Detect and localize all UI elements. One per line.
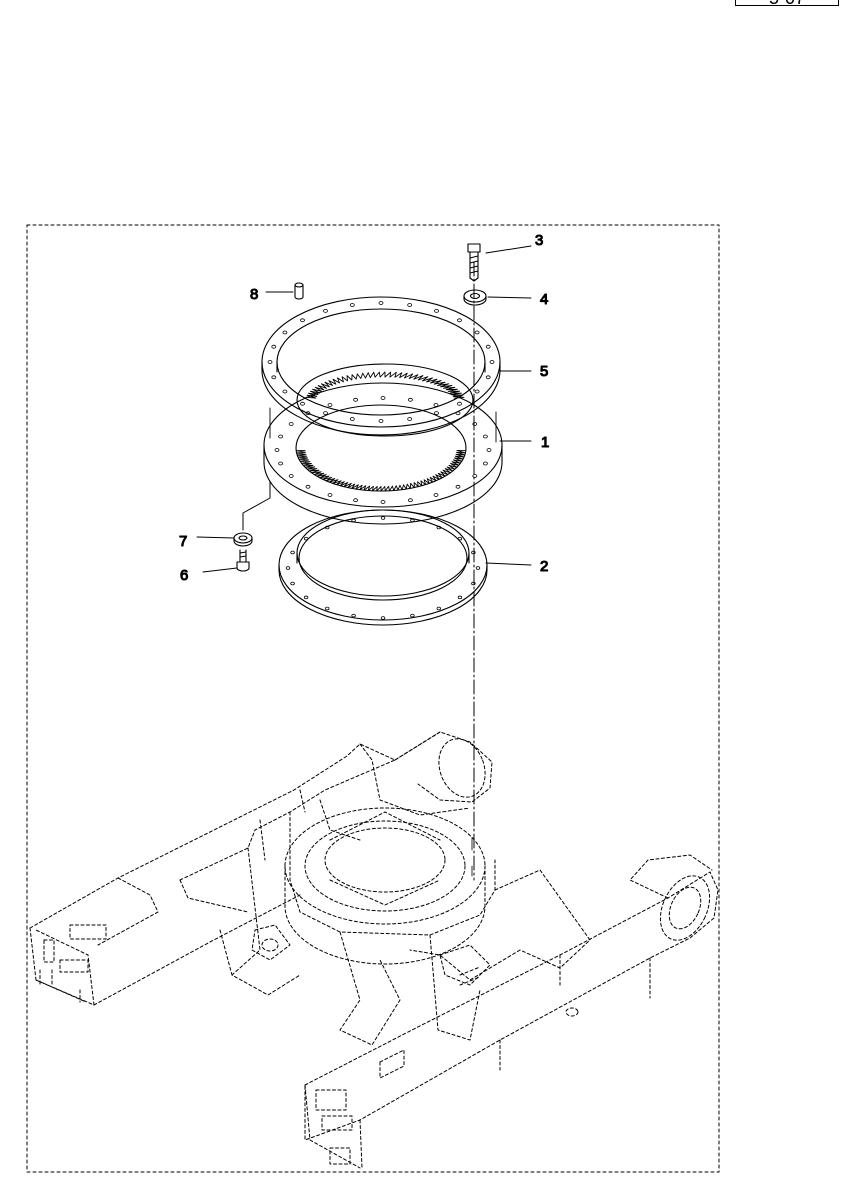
- bolt-hole: [288, 474, 294, 478]
- bolt-hole: [410, 518, 415, 523]
- bolt-hole: [433, 403, 439, 407]
- bolt-hole: [436, 525, 441, 530]
- bolt-hole: [474, 330, 480, 335]
- bolt-hole: [457, 595, 463, 600]
- bolt-hole: [407, 498, 413, 503]
- bolt-hole: [271, 375, 277, 380]
- bolt-hole: [300, 318, 305, 323]
- callout-label-8: 8: [250, 286, 258, 303]
- washer-7-icon: [233, 532, 253, 547]
- bolt-hole: [472, 422, 478, 426]
- inner-ring-1-bolt-holes: [274, 396, 492, 504]
- bolt-hole: [434, 308, 439, 313]
- bolt-hole: [471, 550, 476, 555]
- bolt-hole: [455, 484, 461, 489]
- bolt-hole: [380, 516, 386, 520]
- bolt-hole: [323, 308, 328, 313]
- bolt-hole: [457, 318, 462, 323]
- seal-ring-2-icon: [278, 509, 488, 626]
- bolt-hole: [407, 397, 413, 402]
- bolt-hole: [353, 397, 359, 402]
- callout-label-5: 5: [540, 363, 548, 380]
- washer-4-icon: [463, 289, 487, 306]
- bolt-hole: [407, 303, 413, 307]
- bolt-hole: [327, 493, 333, 497]
- bolt-hole: [434, 411, 439, 416]
- bolt-hole: [290, 550, 295, 555]
- callout-label-4: 4: [540, 291, 548, 308]
- bolt-hole: [486, 448, 492, 452]
- bolt-hole: [303, 595, 309, 600]
- bolt-hole: [290, 581, 295, 586]
- bolt-hole: [305, 484, 311, 489]
- bolt-hole: [433, 493, 439, 497]
- bolt-hole: [351, 613, 356, 618]
- bolt-hole: [378, 419, 384, 423]
- bolt-hole: [288, 422, 294, 426]
- bolt-hole: [282, 330, 288, 335]
- bolt-hole: [282, 389, 288, 394]
- bolt-hole: [285, 566, 291, 570]
- bolt-hole: [457, 536, 463, 541]
- bolt-hole: [485, 344, 491, 349]
- bolt-hole: [455, 411, 461, 416]
- bolt-hole: [271, 344, 277, 349]
- bolt-hole: [274, 448, 280, 452]
- callout-label-6: 6: [180, 567, 188, 584]
- bolt-hole: [349, 303, 355, 307]
- bolt-hole: [436, 606, 441, 611]
- assembly-frame: [26, 224, 720, 1173]
- bolt-hole: [305, 411, 311, 416]
- bolt-hole: [485, 375, 491, 380]
- bolt-6-assembly-line: [242, 481, 271, 531]
- bolt-hole: [325, 606, 330, 611]
- callout-leaders: [196, 245, 532, 573]
- pin-8-icon: [294, 282, 304, 300]
- page-number: 5-07: [735, 0, 839, 6]
- bolt-hole: [300, 401, 305, 406]
- bolt-hole: [327, 403, 333, 407]
- bolt-hole: [410, 613, 415, 618]
- bolt-hole: [380, 616, 386, 620]
- callout-label-1: 1: [541, 434, 549, 451]
- bolt-hole: [325, 525, 330, 530]
- bolt-hole: [378, 301, 384, 305]
- inner-gear-ring-1-icon: [263, 363, 503, 525]
- bolt-hole: [489, 360, 495, 364]
- bolt-hole: [474, 389, 480, 394]
- bolt-hole: [351, 518, 356, 523]
- bolt-hole: [380, 396, 386, 400]
- bolt-hole: [267, 360, 273, 364]
- bolt-hole: [457, 401, 462, 406]
- callout-label-7: 7: [179, 533, 187, 550]
- bolt-hole: [482, 434, 488, 439]
- bolt-hole: [472, 474, 478, 478]
- seal-ring-2-bolt-holes: [285, 516, 481, 620]
- bolt-hole: [380, 500, 386, 504]
- outer-ring-5-icon: [261, 296, 501, 436]
- bolt-hole: [353, 498, 359, 503]
- bolt-hole: [471, 581, 476, 586]
- callout-label-2: 2: [540, 558, 548, 575]
- bolt-hole: [323, 411, 328, 416]
- bolt-hole: [278, 461, 284, 466]
- bolt-hole: [475, 566, 481, 570]
- bolt-hole: [278, 434, 284, 439]
- callout-label-3: 3: [535, 232, 543, 249]
- bolt-3-icon: [467, 243, 481, 282]
- bolt-hole: [482, 461, 488, 466]
- bolt-hole: [349, 417, 355, 421]
- bolt-6-icon: [236, 549, 250, 572]
- bolt-hole: [303, 536, 309, 541]
- bolt-hole: [407, 417, 413, 421]
- outer-ring-5-bolt-holes: [267, 301, 495, 423]
- undercarriage-frame-phantom: [29, 731, 719, 1169]
